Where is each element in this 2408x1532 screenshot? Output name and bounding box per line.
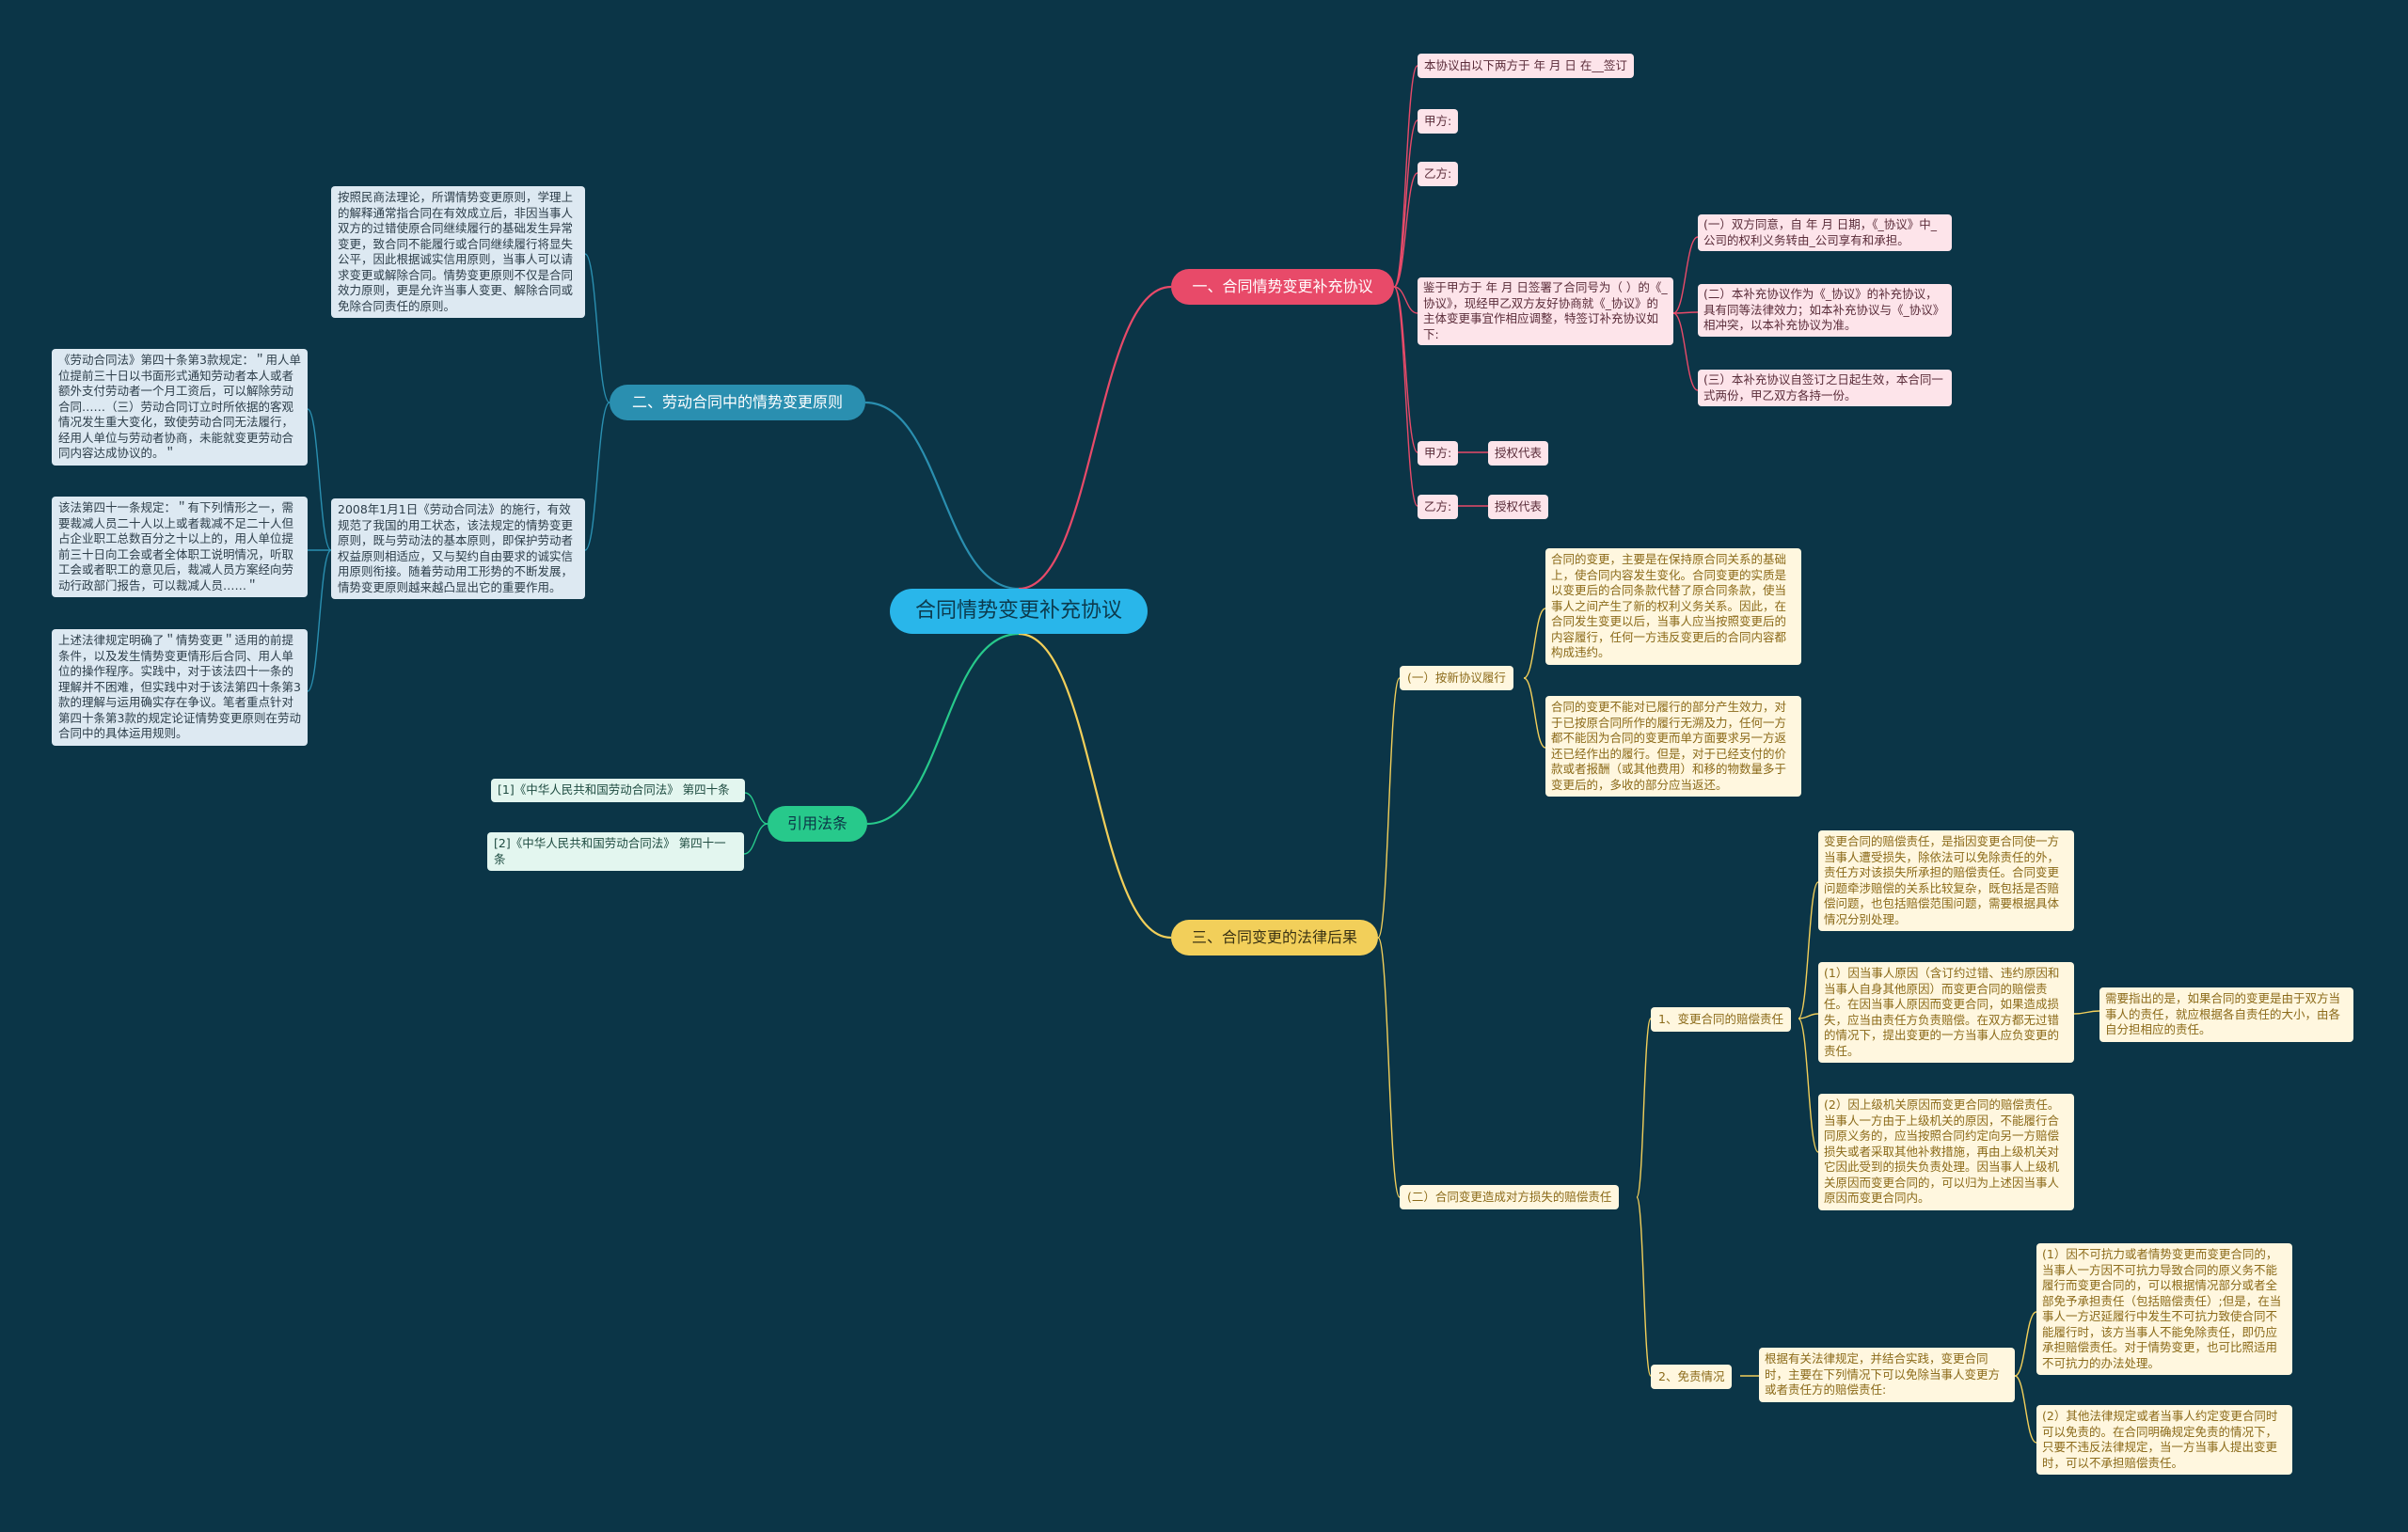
link-root-cited	[866, 632, 1020, 826]
labor-law-history[interactable]: 2008年1月1日《劳动合同法》的施行，有效规范了我国的用工状态，该法规定的情势…	[331, 498, 585, 599]
link-conseq-damages	[1377, 937, 1401, 1198]
agreement-clause-3[interactable]: (三）本补充协议自签订之日起生效，本合同一式两份，甲乙双方各持一份。	[1698, 370, 1952, 406]
perform-explanation-2[interactable]: 合同的变更不能对已履行的部分产生效力，对于已按原合同所作的履行无溯及力，任何一方…	[1545, 696, 1801, 797]
link-exemption-1	[2014, 1311, 2037, 1377]
link-liability-1	[1798, 1013, 1819, 1019]
agreement-preamble[interactable]: 鉴于甲方于 年 月 日签署了合同号为（ ）的《_协议》，现经甲乙双方友好协商就《…	[1418, 277, 1673, 345]
agreement-signing-line[interactable]: 本协议由以下两方于 年 月 日 在__签订	[1418, 54, 1634, 78]
sign-party-a-rep[interactable]: 授权代表	[1488, 441, 1549, 466]
link-labor-principle	[584, 253, 610, 403]
perform-new-agreement[interactable]: (一）按新协议履行	[1400, 666, 1513, 690]
modification-liability[interactable]: 1、变更合同的赔偿责任	[1651, 1007, 1791, 1032]
cited-law-1[interactable]: [1]《中华人民共和国劳动合同法》 第四十条	[491, 779, 745, 802]
link-clause-1	[1672, 311, 1699, 314]
link-conseq-perform	[1377, 677, 1401, 939]
link-liability-2	[1798, 1018, 1819, 1153]
link-perform-1	[1523, 608, 1546, 679]
sign-party-a[interactable]: 甲方:	[1418, 441, 1459, 466]
link-perform-2	[1523, 677, 1546, 749]
link-labor-history	[584, 402, 610, 551]
sign-party-b[interactable]: 乙方:	[1418, 495, 1459, 519]
link-agreement-2	[1393, 172, 1418, 288]
link-history-sub-2	[307, 549, 332, 692]
party-b-label[interactable]: 乙方:	[1418, 162, 1459, 186]
exemption-force-majeure[interactable]: (1）因不可抗力或者情势变更而变更合同的，当事人一方因不可抗力导致合同的原义务不…	[2036, 1243, 2292, 1375]
liability-shared-note[interactable]: 需要指出的是，如果合同的变更是由于双方当事人的责任，就应根据各自责任的大小，由各…	[2099, 987, 2353, 1042]
link-agreement-3	[1393, 286, 1418, 314]
root-topic[interactable]: 合同情势变更补充协议	[890, 589, 1148, 634]
party-a-label[interactable]: 甲方:	[1418, 109, 1459, 134]
link-history-sub-0	[307, 408, 332, 551]
link-cited-1	[744, 792, 768, 825]
link-liability-note	[2073, 1010, 2100, 1015]
agreement-clause-1[interactable]: (一）双方同意，自 年 月 日期，《_协议》中_公司的权利义务转由_公司享有和承…	[1698, 214, 1952, 251]
cited-law-2[interactable]: [2]《中华人民共和国劳动合同法》 第四十一条	[487, 832, 744, 871]
branch-agreement[interactable]: 一、合同情势变更补充协议	[1171, 269, 1394, 305]
exemption-agreed[interactable]: (2）其他法律规定或者当事人约定变更合同时可以免责的。在合同明确规定免责的情况下…	[2036, 1405, 2292, 1475]
link-clause-2	[1672, 312, 1699, 391]
application-commentary[interactable]: 上述法律规定明确了＂情势变更＂适用的前提条件，以及发生情势变更情形后合同、用人单…	[52, 629, 308, 746]
link-damages-liability	[1636, 1018, 1652, 1198]
liability-party-cause[interactable]: (1）因当事人原因（含订约过错、违约原因和当事人自身其他原因）而变更合同的赔偿责…	[1818, 962, 2074, 1063]
exemption-intro[interactable]: 根据有关法律规定，并结合实践，变更合同时，主要在下列情况下可以免除当事人变更方或…	[1759, 1348, 2015, 1402]
link-agreement-5	[1393, 286, 1418, 507]
link-damages-exemption	[1636, 1196, 1652, 1377]
liability-superior-cause[interactable]: (2）因上级机关原因而变更合同的赔偿责任。当事人一方由于上级机关的原因，不能履行…	[1818, 1094, 2074, 1210]
article-40-text[interactable]: 《劳动合同法》第四十条第3款规定：＂用人单位提前三十日以书面形式通知劳动者本人或…	[52, 349, 308, 466]
link-root-agreement	[1018, 285, 1172, 591]
link-liability-0	[1798, 881, 1819, 1019]
liability-intro[interactable]: 变更合同的赔偿责任，是指因变更合同使一方当事人遭受损失，除依法可以免除责任的外，…	[1818, 830, 2074, 931]
principle-definition[interactable]: 按照民商法理论，所谓情势变更原则，学理上的解释通常指合同在有效成立后，非因当事人…	[331, 186, 585, 318]
sign-party-b-rep[interactable]: 授权代表	[1488, 495, 1549, 519]
link-root-labor	[864, 401, 1020, 591]
branch-labor-principle[interactable]: 二、劳动合同中的情势变更原则	[610, 385, 865, 420]
link-agreement-1	[1393, 119, 1418, 288]
link-clause-0	[1672, 236, 1699, 314]
branch-cited-law[interactable]: 引用法条	[768, 806, 867, 842]
damages-liability[interactable]: (二）合同变更造成对方损失的赔偿责任	[1400, 1185, 1620, 1209]
exemption-cases[interactable]: 2、免责情况	[1651, 1365, 1733, 1389]
link-cited-2	[743, 823, 768, 855]
branch-legal-consequences[interactable]: 三、合同变更的法律后果	[1171, 920, 1378, 956]
link-root-consequences	[1018, 632, 1172, 940]
agreement-clause-2[interactable]: (二）本补充协议作为《_协议》的补充协议，具有同等法律效力；如本补充协议与《_协…	[1698, 284, 1952, 337]
perform-explanation-1[interactable]: 合同的变更，主要是在保持原合同关系的基础上，使合同内容发生变化。合同变更的实质是…	[1545, 548, 1801, 665]
link-exemption-2	[2014, 1375, 2037, 1444]
article-41-text[interactable]: 该法第四十一条规定：＂有下列情形之一，需要裁减人员二十人以上或者裁减不足二十人但…	[52, 497, 308, 597]
